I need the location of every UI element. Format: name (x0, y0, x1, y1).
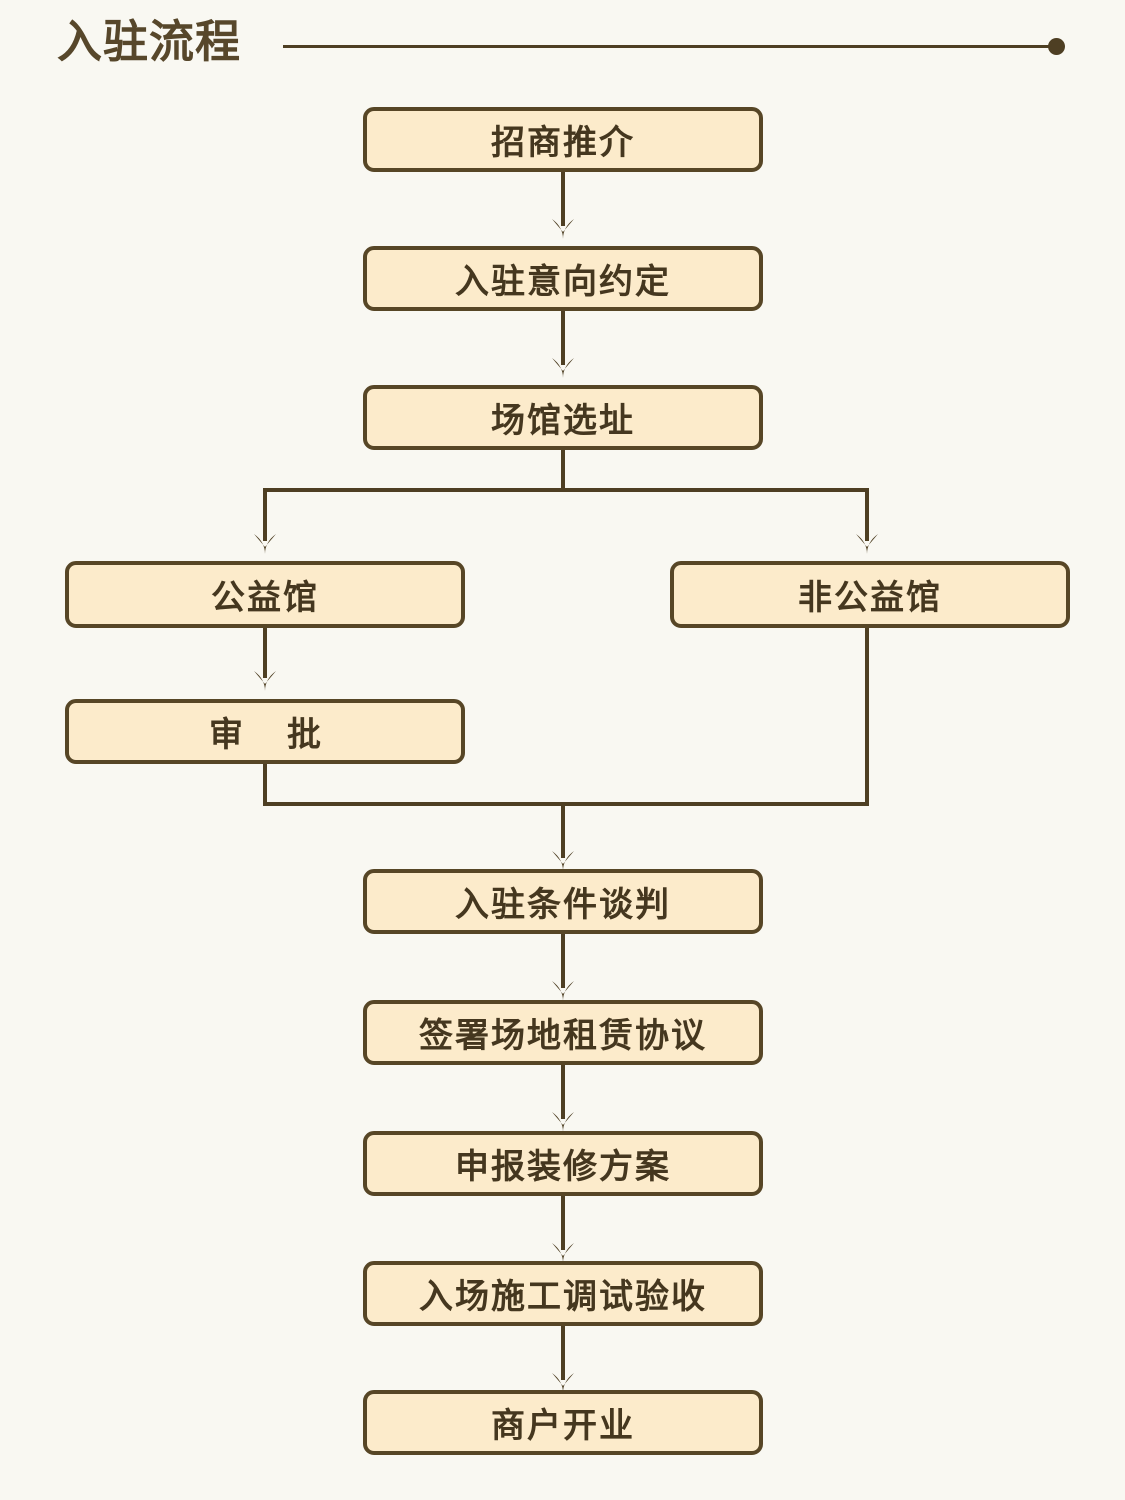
connector-n7-n8 (561, 934, 565, 988)
page-title: 入驻流程 (57, 16, 242, 67)
header-rule-end-dot-icon (1048, 38, 1065, 55)
flow-node-fei-gongyi-guan[interactable]: 非公益馆 (670, 561, 1070, 628)
flow-node-qianshu-changdi-zulin-xieyi[interactable]: 签署场地租赁协议 (363, 1000, 763, 1065)
connector-n5-merge-stem (865, 628, 869, 806)
arrow-head-n10-n11-icon (550, 1372, 576, 1394)
connector-merge-bus (263, 802, 869, 806)
arrow-head-n4-n6-icon (252, 670, 278, 692)
flow-node-shanghu-kaiye[interactable]: 商户开业 (363, 1390, 763, 1455)
connector-n4-n6 (263, 628, 267, 678)
connector-n1-n2 (561, 172, 565, 226)
connector-merge-to-n7 (561, 802, 565, 858)
connector-n3-split-stem (561, 450, 565, 492)
arrow-head-n3-n4-icon (252, 533, 278, 555)
flow-node-ruzhu-yixiang-yueding[interactable]: 入驻意向约定 (363, 246, 763, 311)
connector-n8-n9 (561, 1065, 565, 1119)
connector-split-right (865, 488, 869, 541)
flow-node-shenbao-zhuangxiu-fangan[interactable]: 申报装修方案 (363, 1131, 763, 1196)
connector-n6-merge-stem (263, 764, 267, 806)
flow-node-gongyi-guan[interactable]: 公益馆 (65, 561, 465, 628)
flow-node-zhaoshang-tuijie[interactable]: 招商推介 (363, 107, 763, 172)
flow-node-shenpi[interactable]: 审批 (65, 699, 465, 764)
connector-n10-n11 (561, 1326, 565, 1380)
arrow-head-n9-n10-icon (550, 1242, 576, 1264)
arrow-head-n7-n8-icon (550, 980, 576, 1002)
arrow-head-n2-n3-icon (550, 357, 576, 379)
connector-split-left (263, 488, 267, 541)
flow-node-changguan-xuanzhi[interactable]: 场馆选址 (363, 385, 763, 450)
connector-n9-n10 (561, 1196, 565, 1250)
flow-node-ruchang-shigong-tiaoshi-yanshou[interactable]: 入场施工调试验收 (363, 1261, 763, 1326)
connector-n2-n3 (561, 311, 565, 365)
header-rule (283, 45, 1052, 48)
arrow-head-n1-n2-icon (550, 218, 576, 240)
connector-split-bus (263, 488, 869, 492)
flow-node-ruzhu-tiaojian-tanpan[interactable]: 入驻条件谈判 (363, 869, 763, 934)
arrow-head-n8-n9-icon (550, 1111, 576, 1133)
page-header: 入驻流程 (0, 0, 1125, 95)
arrow-head-merge-n7-icon (550, 850, 576, 872)
arrow-head-n3-n5-icon (854, 533, 880, 555)
